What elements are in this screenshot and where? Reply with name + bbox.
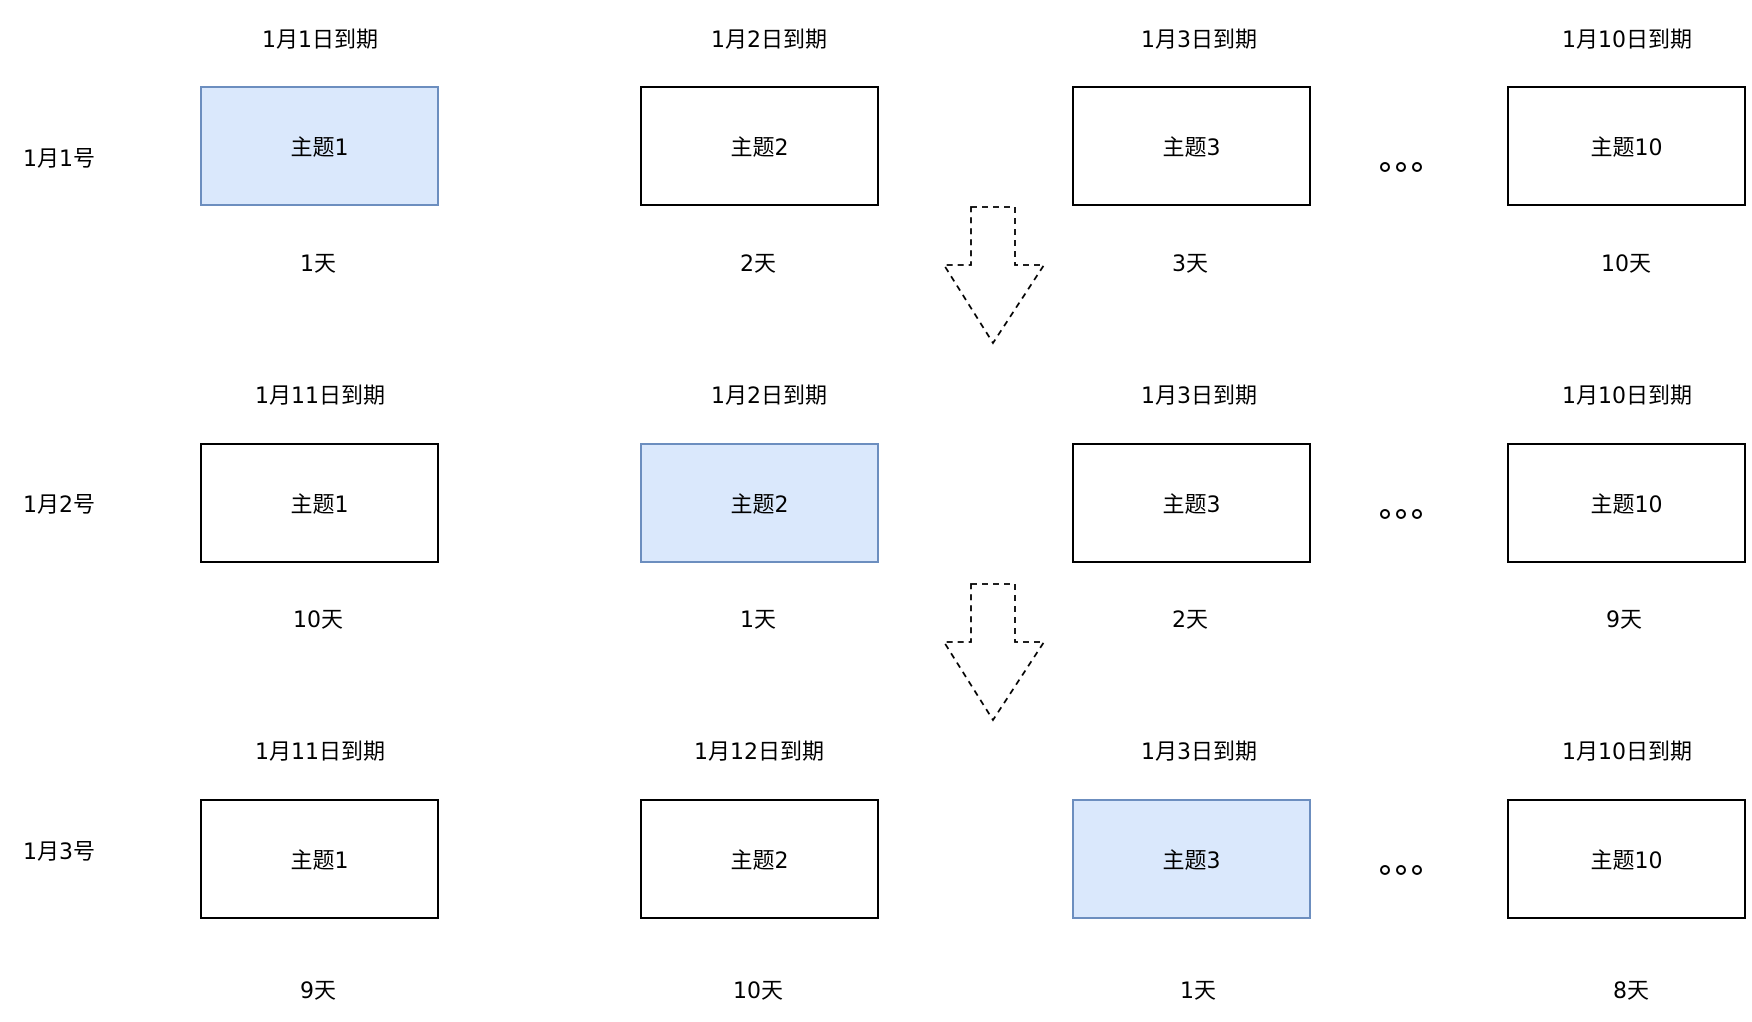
topic-box-topic3: 主题3 [1072, 443, 1311, 563]
topic-name: 主题2 [730, 136, 789, 161]
ellipsis-icon [1380, 162, 1422, 172]
topic-box-topic1: 主题1 [200, 443, 439, 563]
row-label-day3: 1月3号 [23, 840, 95, 865]
remaining-days-label: 2天 [740, 252, 776, 277]
topic-name: 主题2 [730, 493, 789, 518]
remaining-days-label: 3天 [1172, 252, 1208, 277]
remaining-days-label: 1天 [300, 252, 336, 277]
remaining-days-label: 10天 [1601, 252, 1651, 277]
topic-name: 主题1 [290, 136, 349, 161]
expiry-label: 1月10日到期 [1562, 384, 1692, 409]
expiry-label: 1月10日到期 [1562, 28, 1692, 53]
remaining-days-label: 2天 [1172, 608, 1208, 633]
remaining-days-label: 9天 [1606, 608, 1642, 633]
topic-box-topic1: 主题1 [200, 799, 439, 919]
expiry-label: 1月3日到期 [1141, 740, 1257, 765]
topic-name: 主题3 [1162, 849, 1221, 874]
dashed-down-arrow-icon [942, 583, 1046, 722]
ellipsis-icon [1380, 509, 1422, 519]
expiry-label: 1月11日到期 [255, 740, 385, 765]
topic-name: 主题10 [1590, 493, 1663, 518]
topic-box-topic10: 主题10 [1507, 799, 1746, 919]
topic-box-topic10: 主题10 [1507, 443, 1746, 563]
remaining-days-label: 1天 [740, 608, 776, 633]
expiry-label: 1月12日到期 [694, 740, 824, 765]
topic-box-topic10: 主题10 [1507, 86, 1746, 206]
remaining-days-label: 1天 [1180, 979, 1216, 1004]
topic-name: 主题3 [1162, 493, 1221, 518]
remaining-days-label: 10天 [293, 608, 343, 633]
topic-name: 主题1 [290, 493, 349, 518]
expiry-label: 1月11日到期 [255, 384, 385, 409]
remaining-days-label: 8天 [1613, 979, 1649, 1004]
remaining-days-label: 9天 [300, 979, 336, 1004]
remaining-days-label: 10天 [733, 979, 783, 1004]
topic-name: 主题3 [1162, 136, 1221, 161]
topic-name: 主题1 [290, 849, 349, 874]
topic-name: 主题10 [1590, 849, 1663, 874]
dashed-down-arrow-icon [942, 206, 1046, 345]
topic-name: 主题2 [730, 849, 789, 874]
expiry-label: 1月2日到期 [711, 384, 827, 409]
topic-box-topic3: 主题3 [1072, 799, 1311, 919]
topic-name: 主题10 [1590, 136, 1663, 161]
row-label-day2: 1月2号 [23, 493, 95, 518]
expiry-label: 1月3日到期 [1141, 28, 1257, 53]
expiry-label: 1月2日到期 [711, 28, 827, 53]
expiry-label: 1月1日到期 [262, 28, 378, 53]
topic-box-topic2: 主题2 [640, 799, 879, 919]
expiry-label: 1月10日到期 [1562, 740, 1692, 765]
topic-box-topic2: 主题2 [640, 443, 879, 563]
row-label-day1: 1月1号 [23, 147, 95, 172]
topic-box-topic3: 主题3 [1072, 86, 1311, 206]
topic-box-topic1: 主题1 [200, 86, 439, 206]
ellipsis-icon [1380, 865, 1422, 875]
topic-box-topic2: 主题2 [640, 86, 879, 206]
expiry-label: 1月3日到期 [1141, 384, 1257, 409]
